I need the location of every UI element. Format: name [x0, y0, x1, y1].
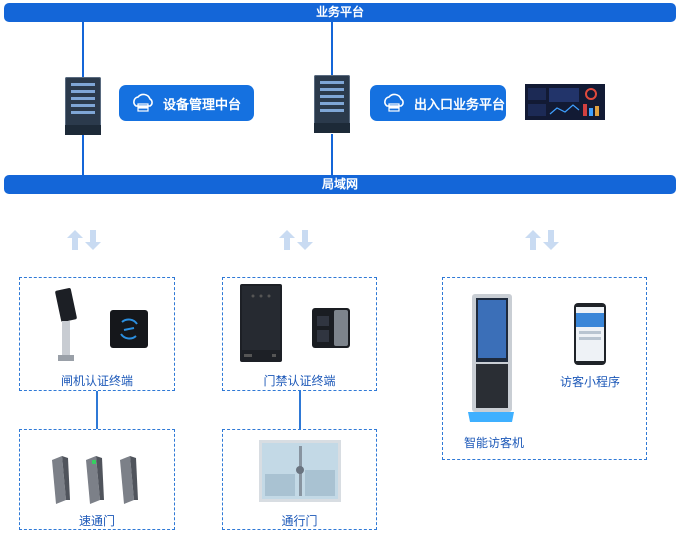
visitor-group [442, 277, 647, 460]
business-platform-bar: 业务平台 [4, 3, 676, 22]
bidirectional-arrow-icon [279, 230, 313, 250]
speed-gate-label: 速通门 [78, 514, 115, 528]
speed-gate-group [19, 429, 175, 530]
dashboard-screen-icon [525, 84, 605, 120]
server-icon [314, 75, 350, 133]
bidirectional-arrow-icon [525, 230, 559, 250]
cloud-server-icon [384, 93, 404, 112]
server-icon [65, 77, 101, 135]
bidirectional-arrow-icon [67, 230, 101, 250]
gate-terminal-group [19, 277, 175, 391]
card-reader-device-icon [110, 310, 148, 348]
door-terminal-device-icon [240, 284, 282, 362]
mobile-phone-icon [574, 303, 606, 365]
platform-label: 设备管理中台 [163, 97, 242, 113]
cloud-server-icon [133, 93, 153, 112]
connector-line [331, 22, 333, 78]
pass-door-label: 通行门 [281, 514, 318, 528]
access-business-platform: 出入口业务平台 [370, 85, 506, 121]
door-terminal-label: 门禁认证终端 [263, 374, 336, 388]
speed-gate-device-icon [52, 456, 138, 504]
pass-door-group [222, 429, 377, 530]
connector-line [299, 391, 301, 429]
visitor-mini-program-label: 访客小程序 [559, 375, 620, 389]
gate-terminal-label: 闸机认证终端 [60, 374, 133, 388]
glass-door-device-icon [259, 440, 341, 502]
connector-line [331, 134, 333, 176]
keypad-reader-device-icon [312, 308, 350, 348]
connector-line [96, 391, 98, 429]
platform-label: 出入口业务平台 [414, 97, 506, 113]
connector-line [82, 134, 84, 176]
connector-line [82, 22, 84, 78]
door-terminal-group [222, 277, 377, 391]
visitor-kiosk-device-icon [468, 294, 514, 422]
device-management-platform: 设备管理中台 [119, 85, 254, 121]
lan-bar: 局域网 [4, 175, 676, 194]
visitor-kiosk-label: 智能访客机 [463, 436, 524, 450]
face-terminal-device-icon [55, 288, 77, 361]
